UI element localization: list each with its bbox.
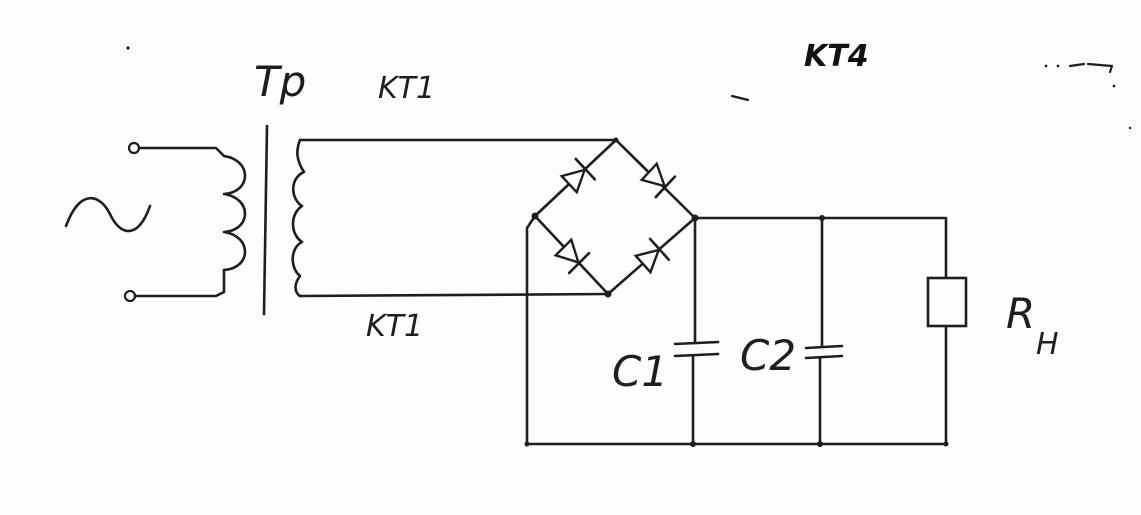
output-wiring xyxy=(524,214,949,447)
diode-d3 xyxy=(553,237,591,275)
input-terminal-top xyxy=(127,141,141,155)
diode-bridge xyxy=(531,137,699,298)
capacitor-c2-label: C2 xyxy=(740,331,796,380)
load-resistor xyxy=(926,276,968,328)
capacitor-c2 xyxy=(804,216,844,446)
transformer-core xyxy=(262,124,269,316)
load-resistor-subscript: H xyxy=(1036,327,1059,362)
secondary-bottom-label: KT1 xyxy=(366,309,423,344)
capacitor-c1-label: C1 xyxy=(612,347,668,396)
ac-sine-symbol xyxy=(64,196,152,233)
load-resistor-label: R xyxy=(1006,289,1035,338)
primary-winding xyxy=(133,146,247,298)
diode-d2 xyxy=(639,161,677,199)
transformer-label: Tp xyxy=(254,57,306,106)
ac-source xyxy=(64,141,152,303)
input-terminal-bottom xyxy=(123,289,137,303)
diode-d1 xyxy=(559,157,597,195)
secondary-wires xyxy=(298,138,618,298)
corner-mark-label: KT4 xyxy=(804,39,869,74)
secondary-winding xyxy=(291,138,306,298)
stray-marks xyxy=(126,46,1132,130)
secondary-top-label: KT1 xyxy=(378,71,435,106)
diode-d4 xyxy=(633,237,671,275)
capacitor-c1 xyxy=(673,216,720,446)
